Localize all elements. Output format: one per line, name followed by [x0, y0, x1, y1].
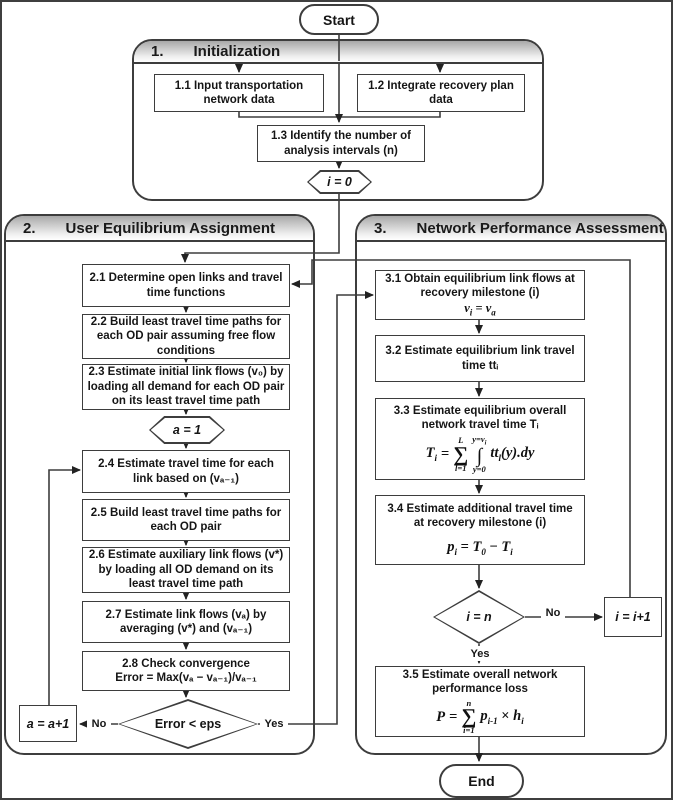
process-i-increment: i = i+1 [604, 597, 662, 637]
terminal-end: End [439, 764, 524, 798]
section-2-title: User Equilibrium Assignment [65, 219, 275, 237]
box-3-5: 3.5 Estimate overall network performance… [375, 666, 585, 737]
box-3-1: 3.1 Obtain equilibrium link flows at rec… [375, 270, 585, 320]
end-label: End [468, 773, 495, 789]
section-1-header: 1. Initialization [134, 41, 542, 64]
i-increment-label: i = i+1 [615, 610, 651, 624]
terminal-start: Start [299, 4, 379, 35]
formula-3-4: pi = T0 − Ti [447, 538, 513, 557]
box-2-7: 2.7 Estimate link flows (vₐ) by averagin… [82, 601, 290, 643]
label-i-n-yes: Yes [466, 646, 494, 661]
label-i-n-no: No [541, 605, 565, 620]
decision-error-eps: Error < eps [118, 699, 258, 749]
section-1-number: 1. [151, 43, 164, 60]
i-0-label: i = 0 [327, 175, 352, 189]
label-error-no: No [87, 716, 111, 731]
section-2-number: 2. [23, 219, 36, 237]
formula-3-5: P = n ∑ i=1 pi-1 × hi [436, 697, 524, 736]
formula-3-1: vi = va [464, 300, 496, 318]
box-2-1: 2.1 Determine open links and travel time… [82, 264, 290, 307]
box-3-4: 3.4 Estimate additional travel time at r… [375, 495, 585, 565]
section-2-header: 2. User Equilibrium Assignment [6, 216, 313, 242]
section-3-header: 3. Network Performance Assessment [357, 216, 665, 242]
decision-i-0: i = 0 [307, 170, 372, 194]
box-1-3: 1.3 Identify the number of analysis inte… [257, 125, 425, 162]
a-increment-label: a = a+1 [26, 716, 70, 731]
start-label: Start [323, 11, 355, 28]
box-1-1: 1.1 Input transportation network data [154, 74, 324, 112]
box-3-2: 3.2 Estimate equilibrium link travel tim… [375, 335, 585, 382]
section-3-number: 3. [374, 219, 387, 237]
label-error-yes: Yes [260, 716, 288, 731]
box-2-6: 2.6 Estimate auxiliary link flows (v*) b… [82, 547, 290, 593]
a-1-label: a = 1 [172, 423, 202, 437]
i-n-label: i = n [466, 610, 492, 624]
box-3-3: 3.3 Estimate equilibrium overall network… [375, 398, 585, 480]
box-2-4: 2.4 Estimate travel time for each link b… [82, 450, 290, 493]
box-2-2: 2.2 Build least travel time paths for ea… [82, 314, 290, 359]
box-1-2: 1.2 Integrate recovery plan data [357, 74, 525, 112]
section-1-title: Initialization [193, 43, 281, 60]
box-2-3: 2.3 Estimate initial link flows (v₀) by … [82, 364, 290, 410]
process-a-increment: a = a+1 [19, 705, 77, 742]
decision-i-n: i = n [433, 590, 525, 644]
box-2-8: 2.8 Check convergence Error = Max(vₐ − v… [82, 651, 290, 691]
decision-a-1: a = 1 [149, 416, 225, 444]
error-eps-label: Error < eps [154, 717, 222, 731]
formula-3-3: Ti = L ∑ l=1 y=vi ∫ y=0 ttl(y).dy [425, 433, 535, 475]
section-3-title: Network Performance Assessment [416, 219, 664, 237]
box-2-5: 2.5 Build least travel time paths for ea… [82, 499, 290, 541]
